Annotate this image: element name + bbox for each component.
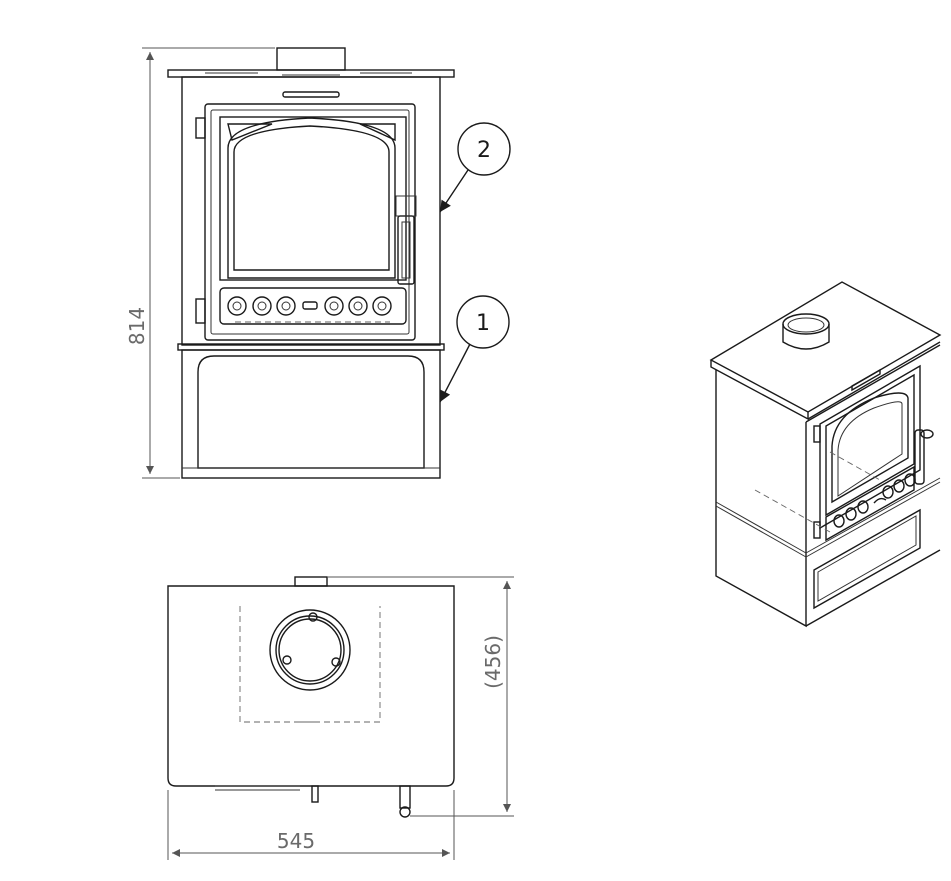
iso-control-knobs	[833, 473, 916, 528]
callout-2: 2	[439, 122, 511, 213]
callout-1-label: 1	[476, 311, 490, 336]
callout-1: 1	[439, 295, 510, 403]
depth-dimension: (456)	[327, 576, 514, 817]
height-value: 814	[125, 307, 149, 345]
isometric-view	[709, 281, 942, 628]
width-dimension: 545	[167, 790, 455, 860]
height-dimension: 814	[125, 47, 275, 479]
front-view	[167, 47, 455, 479]
top-view	[167, 576, 455, 818]
depth-value: (456)	[481, 635, 505, 689]
callout-2-label: 2	[477, 138, 491, 163]
width-value: 545	[277, 829, 315, 853]
control-knobs	[227, 296, 392, 316]
